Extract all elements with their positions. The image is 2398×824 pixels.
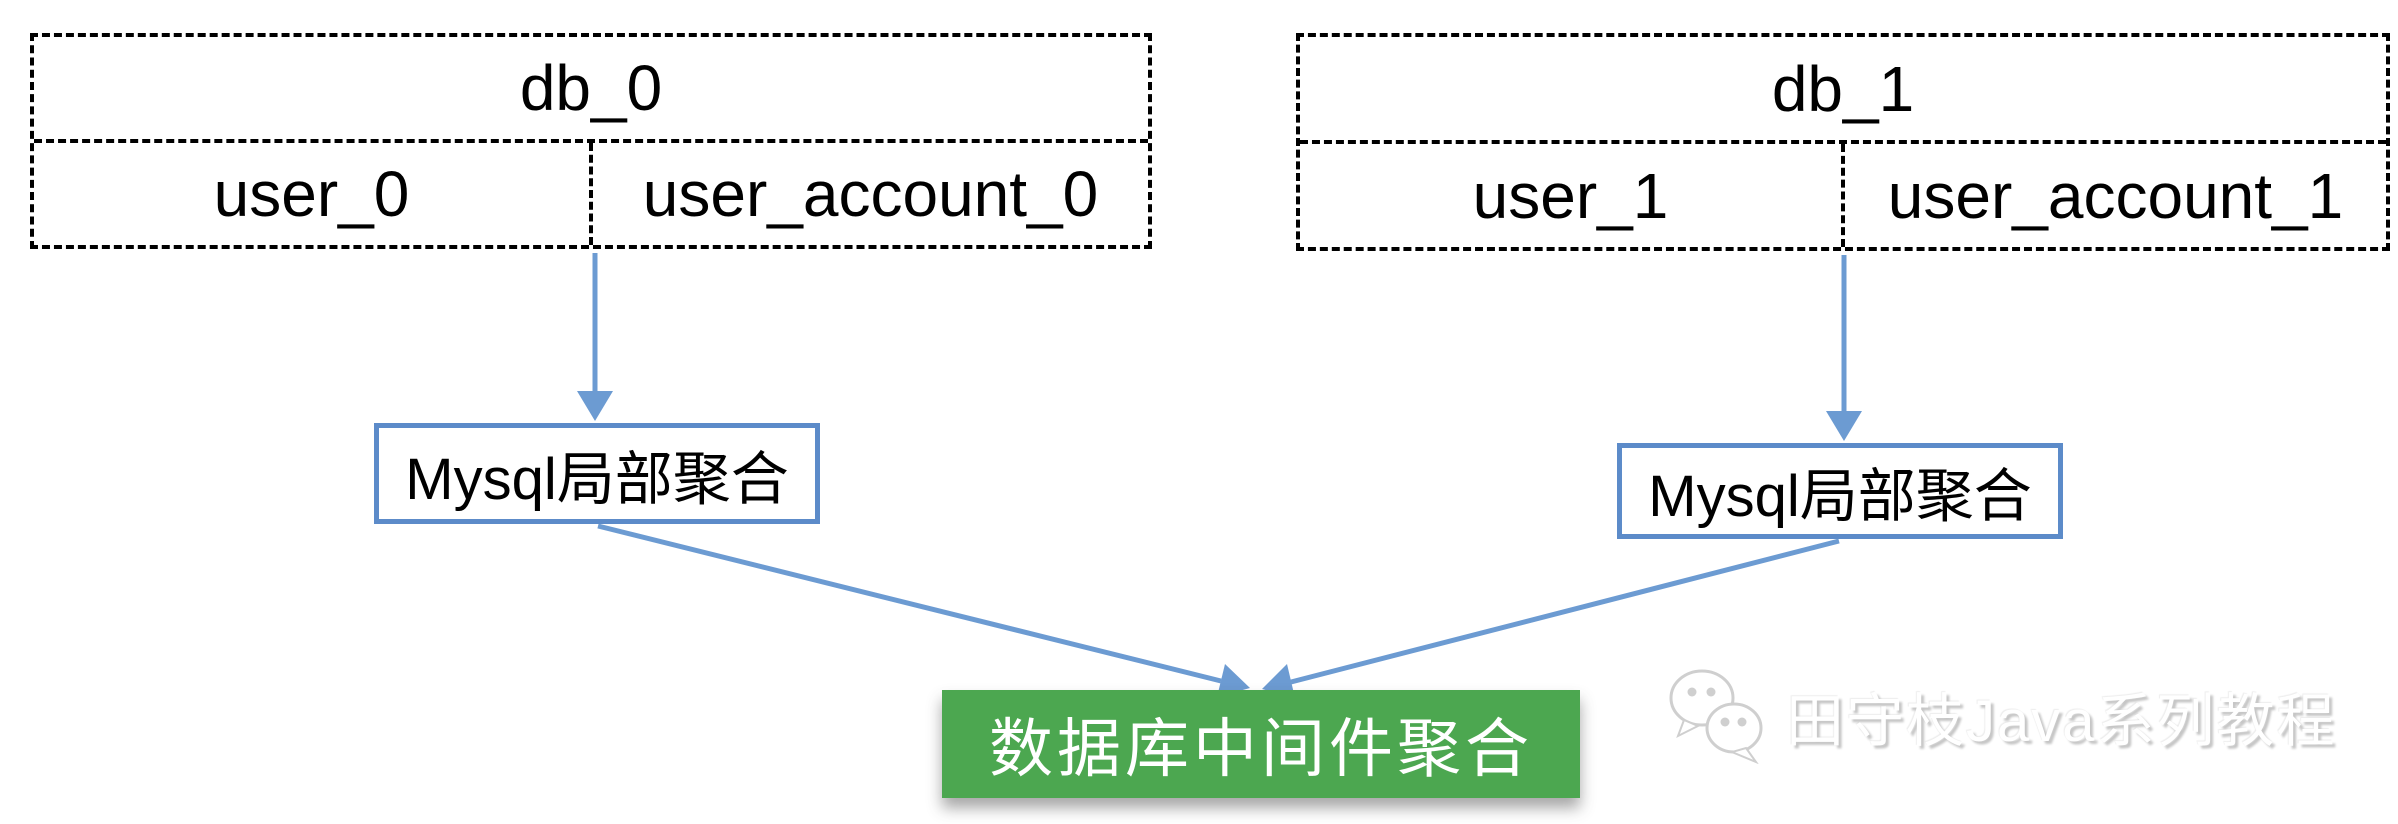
wechat-icon — [1669, 669, 1763, 764]
db1-title: db_1 — [1300, 37, 2386, 144]
local-agg-left-label: Mysql局部聚合 — [405, 446, 789, 512]
arrow-db1-to-local-agg-head — [1826, 411, 1862, 441]
db0-cell-user: user_0 — [213, 158, 410, 230]
db0-cells-row: user_0 user_account_0 — [34, 143, 1148, 245]
arrow-local-right-to-middleware-line — [1290, 538, 1840, 685]
local-agg-right-box: Mysql局部聚合 — [1617, 443, 2063, 539]
db0-cell-user-account: user_account_0 — [589, 143, 1148, 245]
watermark-text: 田守枝Java系列教程 — [1786, 689, 2337, 754]
arrow-db0-to-local-agg-head — [577, 391, 613, 421]
db0-table: db_0 user_0 user_account_0 — [30, 33, 1152, 249]
db1-cell-user: user_1 — [1472, 159, 1669, 232]
middleware-agg-label: 数据库中间件聚合 — [989, 713, 1533, 785]
local-agg-right-label: Mysql局部聚合 — [1648, 464, 2032, 529]
db1-cell-user-account: user_account_1 — [1841, 144, 2386, 247]
middleware-agg-box: 数据库中间件聚合 — [942, 690, 1580, 798]
watermark: 田守枝Java系列教程 — [1668, 668, 2337, 764]
db1-table: db_1 user_1 user_account_1 — [1296, 33, 2390, 251]
arrow-local-left-to-middleware-line — [597, 523, 1222, 684]
local-agg-left-box: Mysql局部聚合 — [374, 423, 820, 524]
db0-title: db_0 — [34, 37, 1148, 143]
db1-cells-row: user_1 user_account_1 — [1300, 144, 2386, 247]
